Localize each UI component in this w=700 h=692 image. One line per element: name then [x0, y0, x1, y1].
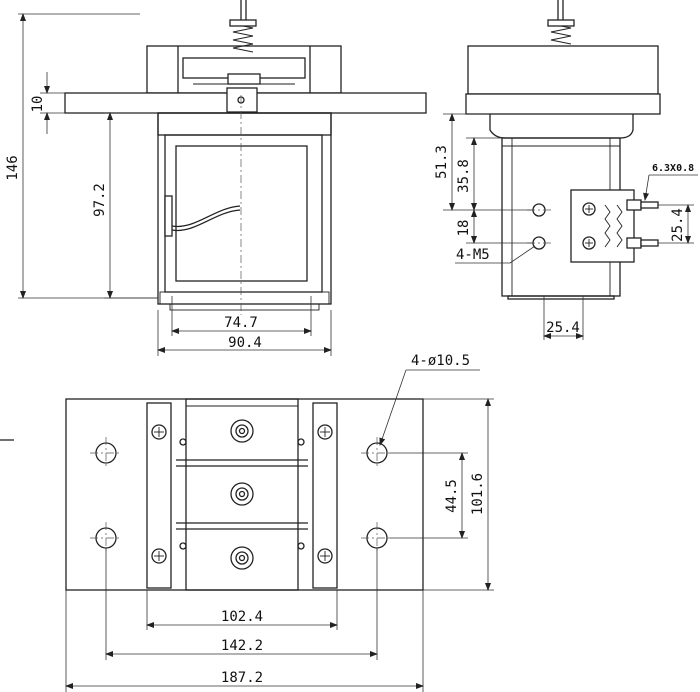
dim-101-6: 101.6 [470, 473, 486, 515]
label-4-m5: 4-M5 [456, 247, 490, 263]
mount-hole [361, 437, 393, 469]
dim-25-4-terminal: 25.4 [670, 208, 686, 242]
dim-10: 10 [30, 96, 46, 113]
dim-102-4: 102.4 [221, 609, 263, 625]
label-4-holes: 4-ø10.5 [411, 353, 470, 369]
terminal-stud [230, 419, 254, 443]
side-view: 25.4 51.3 35.8 18 4-M5 25.4 6.3X0.8 [434, 0, 698, 340]
coil-wire [171, 205, 241, 228]
dim-146: 146 [5, 155, 21, 180]
dim-90-4: 90.4 [228, 335, 262, 351]
dim-97-2: 97.2 [92, 183, 108, 217]
top-view: 4-ø10.5 44.5 101.6 102.4 142.2 187.2 [0, 353, 494, 692]
screw-icon [151, 424, 167, 440]
dim-142-2: 142.2 [221, 638, 263, 654]
dim-74-7: 74.7 [224, 315, 258, 331]
screw-icon [151, 548, 167, 564]
terminal-stud [230, 546, 254, 570]
screw-icon [317, 424, 333, 440]
terminal-block [570, 189, 635, 263]
spring-icon [232, 23, 254, 53]
label-6-3x0-8: 6.3X0.8 [652, 163, 694, 174]
dim-18: 18 [456, 220, 472, 237]
dim-187-2: 187.2 [221, 670, 263, 686]
dim-44-5: 44.5 [444, 479, 460, 513]
dim-35-8: 35.8 [456, 159, 472, 193]
terminal-stud [230, 482, 254, 506]
front-view: 146 10 97.2 74.7 90.4 [5, 0, 427, 356]
dim-25-4-bottom: 25.4 [546, 320, 580, 336]
mount-hole [90, 437, 122, 469]
screw-icon [317, 548, 333, 564]
dim-51-3: 51.3 [434, 145, 450, 179]
